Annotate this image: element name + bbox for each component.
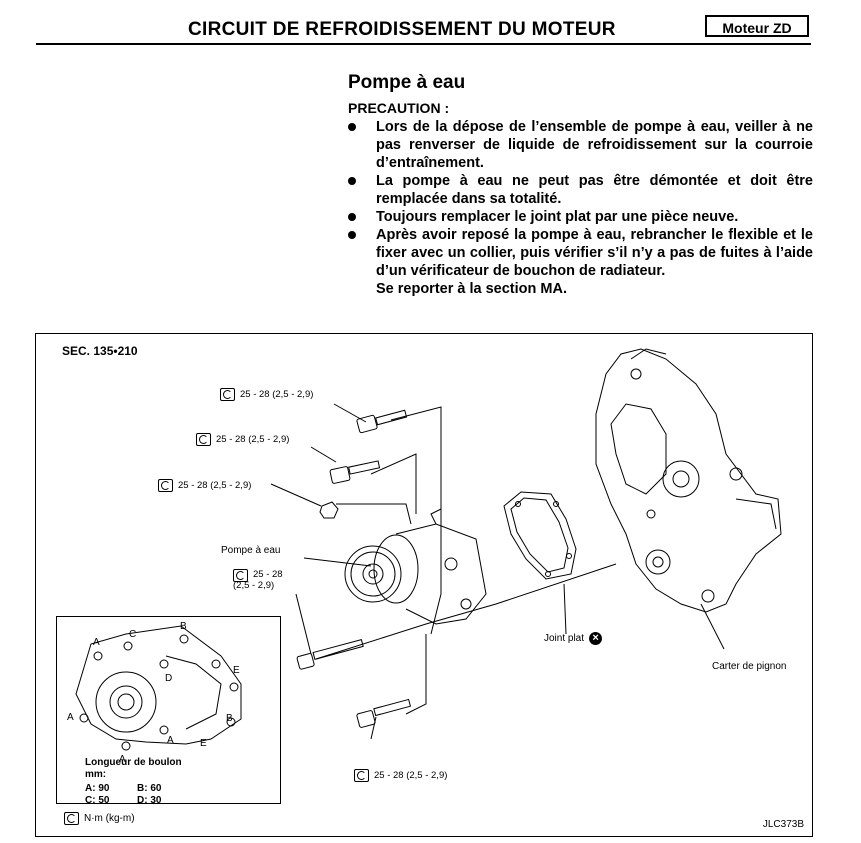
- caution-label: PRECAUTION :: [348, 100, 450, 116]
- torque-spec: 25 - 28 (2,5 - 2,9): [196, 433, 289, 446]
- exploded-view-figure: SEC. 135•210 25 - 28 (2,5 - 2,9) 25 - 28…: [35, 333, 813, 837]
- header-rule: [36, 43, 811, 45]
- water-pump-drawing: [344, 508, 487, 625]
- torque-wrench-icon: [233, 569, 248, 582]
- bolt-letter: A: [67, 712, 74, 723]
- torque-spec: 25 - 28 (2,5 - 2,9): [354, 769, 447, 782]
- torque-wrench-icon: [158, 479, 173, 492]
- bolt: [296, 639, 364, 670]
- section-title: Pompe à eau: [348, 72, 466, 93]
- bolt-length-title: Longueur de boulon mm:: [85, 757, 182, 780]
- exploded-view-drawing: [75, 348, 782, 751]
- bolt-letter: C: [129, 629, 137, 640]
- section-reference: Se reporter à la section MA.: [376, 281, 567, 297]
- inset-pump-outline: [75, 625, 242, 751]
- replace-part-icon: ×: [589, 632, 603, 645]
- section-code: SEC. 135•210: [62, 344, 138, 358]
- bolt-length-table: A: 90 B: 60 C: 50 D: 30: [85, 783, 162, 806]
- caution-item: La pompe à eau ne peut pas être démontée…: [348, 172, 813, 208]
- bullet-icon: [348, 231, 356, 239]
- bullet-icon: [348, 123, 356, 131]
- bolt-letter: D: [165, 673, 173, 684]
- gear-case-drawing: [595, 348, 782, 613]
- torque-wrench-icon: [220, 388, 235, 401]
- torque-spec: 25 - 28 (2,5 - 2,9): [220, 388, 313, 401]
- bolt-letter: A: [119, 754, 126, 765]
- bolt-letter: B: [180, 621, 187, 632]
- torque-legend: N·m (kg-m): [64, 812, 135, 825]
- engine-badge: Moteur ZD: [705, 15, 809, 37]
- bolt-letter: B: [226, 713, 233, 724]
- gear-case-label: Carter de pignon: [712, 661, 787, 672]
- torque-spec: 25 - 28 (2,5 - 2,9): [158, 479, 251, 492]
- torque-wrench-icon: [64, 812, 79, 825]
- bolt-letter: A: [167, 735, 174, 746]
- nut: [319, 501, 339, 519]
- bolt-letter: A: [93, 637, 100, 648]
- torque-spec: 25 - 28(2,5 - 2,9): [233, 569, 283, 591]
- bullet-icon: [348, 213, 356, 221]
- torque-wrench-icon: [354, 769, 369, 782]
- gasket-label: Joint plat×: [544, 632, 603, 645]
- caution-list: Lors de la dépose de l’ensemble de pompe…: [348, 118, 813, 298]
- bolt-length-inset: A C B E D A B A E A Longueur de boulon m…: [56, 616, 281, 806]
- caution-item: Toujours remplacer le joint plat par une…: [348, 208, 813, 226]
- header-title: CIRCUIT DE REFROIDISSEMENT DU MOTEUR: [188, 19, 616, 40]
- torque-wrench-icon: [196, 433, 211, 446]
- caution-item: Lors de la dépose de l’ensemble de pompe…: [348, 118, 813, 172]
- figure-code: JLC373B: [762, 819, 804, 830]
- bolt-letter: E: [200, 738, 207, 749]
- pump-label: Pompe à eau: [221, 545, 281, 556]
- bolt: [356, 409, 408, 434]
- bolt: [356, 698, 412, 728]
- gasket-drawing: [503, 491, 577, 580]
- bolt-letter: E: [233, 665, 240, 676]
- bullet-icon: [348, 177, 356, 185]
- bolt: [329, 460, 381, 484]
- caution-item: Après avoir reposé la pompe à eau, rebra…: [348, 226, 813, 280]
